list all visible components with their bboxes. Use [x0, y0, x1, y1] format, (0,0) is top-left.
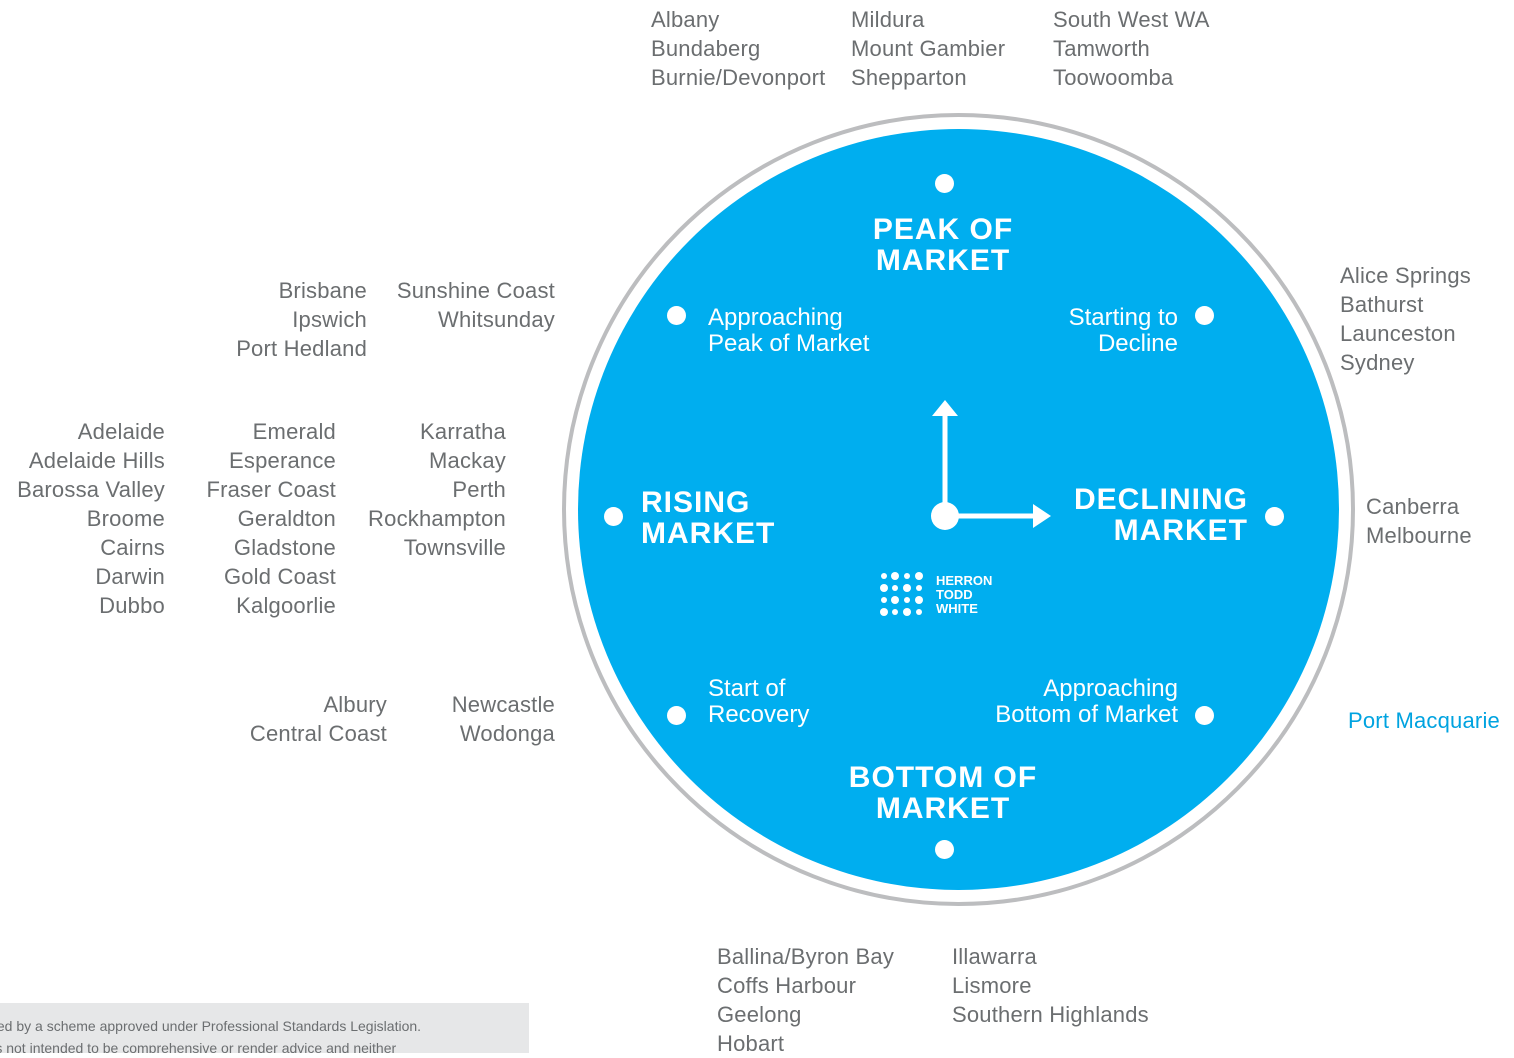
- location: Darwin: [95, 564, 165, 589]
- approaching-peak-label: Approaching Peak of Market: [708, 304, 870, 357]
- location: Port Hedland: [236, 336, 367, 361]
- location: Gold Coast: [223, 564, 336, 589]
- starting-decline-locations: Alice Springs Bathurst Launceston Sydney: [1340, 261, 1471, 377]
- location: Mount Gambier: [851, 36, 1006, 61]
- location: Bathurst: [1340, 292, 1424, 317]
- logo-text-line3: WHITE: [936, 601, 978, 616]
- location: Rockhampton: [368, 506, 506, 531]
- location: Melbourne: [1366, 523, 1472, 548]
- logo-mark-icon: [880, 572, 923, 616]
- rising-label: RISING MARKET: [641, 486, 776, 550]
- location: Sunshine Coast: [396, 278, 555, 303]
- approaching-bottom-locations: Port Macquarie: [1348, 706, 1500, 735]
- declining-label: DECLINING MARKET: [1074, 483, 1248, 547]
- location: Karratha: [420, 419, 506, 444]
- location: Mackay: [429, 448, 506, 473]
- location: Geelong: [717, 1002, 802, 1027]
- location: Sydney: [1340, 350, 1415, 375]
- location: Newcastle: [451, 692, 555, 717]
- rising-dot: [604, 507, 623, 526]
- herron-todd-white-logo: HERRON TODD WHITE: [878, 570, 1018, 624]
- rising-locations-col2: Emerald Esperance Fraser Coast Geraldton…: [180, 417, 336, 620]
- location: Fraser Coast: [206, 477, 336, 502]
- declining-locations: Canberra Melbourne: [1366, 492, 1472, 550]
- location: Illawarra: [952, 944, 1037, 969]
- location: Canberra: [1366, 494, 1460, 519]
- location: Whitsunday: [438, 307, 555, 332]
- location: Dubbo: [99, 593, 165, 618]
- start-recovery-dot: [667, 706, 686, 725]
- rising-locations-col1: Adelaide Adelaide Hills Barossa Valley B…: [0, 417, 165, 620]
- location: Emerald: [252, 419, 336, 444]
- peak-dot: [935, 174, 954, 193]
- disclaimer-line1: limited by a scheme approved under Profe…: [0, 1018, 422, 1034]
- bottom-locations-col1: Ballina/Byron Bay Coffs Harbour Geelong …: [717, 942, 894, 1058]
- logo-text-line2: TODD: [936, 587, 973, 602]
- starting-decline-dot: [1195, 306, 1214, 325]
- approaching-peak-dot: [667, 306, 686, 325]
- location: Southern Highlands: [952, 1002, 1149, 1027]
- bottom-dot: [935, 840, 954, 859]
- location: Cairns: [100, 535, 165, 560]
- bottom-locations-col2: Illawarra Lismore Southern Highlands: [952, 942, 1149, 1029]
- start-recovery-label: Start of Recovery: [708, 675, 810, 728]
- location: Port Macquarie: [1348, 708, 1500, 733]
- location: Adelaide: [77, 419, 165, 444]
- recovery-locations-col2: Newcastle Wodonga: [420, 690, 555, 748]
- clock-center: [931, 502, 959, 530]
- recovery-locations-col1: Albury Central Coast: [200, 690, 387, 748]
- location: Geraldton: [237, 506, 336, 531]
- location: South West WA: [1053, 7, 1210, 32]
- location: Mildura: [851, 7, 925, 32]
- location: Albury: [323, 692, 387, 717]
- location: Brisbane: [278, 278, 367, 303]
- minute-hand-arrowhead: [1033, 504, 1051, 528]
- approaching-peak-locations-col1: Brisbane Ipswich Port Hedland: [200, 276, 367, 363]
- peak-locations-col3: South West WA Tamworth Toowoomba: [1053, 5, 1210, 92]
- approaching-bottom-dot: [1195, 706, 1214, 725]
- peak-locations-col1: Albany Bundaberg Burnie/Devonport: [651, 5, 825, 92]
- location: Lismore: [952, 973, 1032, 998]
- location: Coffs Harbour: [717, 973, 857, 998]
- hour-hand-arrowhead: [932, 400, 958, 416]
- declining-dot: [1265, 507, 1284, 526]
- location: Esperance: [229, 448, 336, 473]
- location: Shepparton: [851, 65, 967, 90]
- location: Central Coast: [249, 721, 387, 746]
- disclaimer-line2: ort is not intended to be comprehensive …: [0, 1040, 397, 1053]
- approaching-peak-locations-col2: Sunshine Coast Whitsunday: [380, 276, 555, 334]
- location: Tamworth: [1053, 36, 1150, 61]
- location: Townsville: [403, 535, 506, 560]
- clock-hands: [931, 400, 1051, 530]
- location: Adelaide Hills: [28, 448, 165, 473]
- location: Alice Springs: [1340, 263, 1471, 288]
- location: Hobart: [717, 1031, 785, 1056]
- location: Toowoomba: [1053, 65, 1174, 90]
- approaching-bottom-label: Approaching Bottom of Market: [995, 675, 1178, 728]
- disclaimer-box: limited by a scheme approved under Profe…: [0, 1003, 529, 1053]
- location: Broome: [86, 506, 165, 531]
- starting-decline-label: Starting to Decline: [1068, 304, 1178, 357]
- clock-face: [578, 129, 1339, 890]
- location: Ipswich: [292, 307, 367, 332]
- location: Ballina/Byron Bay: [717, 944, 895, 969]
- peak-label: PEAK OF MARKET: [872, 213, 1014, 277]
- location: Launceston: [1340, 321, 1456, 346]
- location: Kalgoorlie: [236, 593, 336, 618]
- location: Gladstone: [233, 535, 336, 560]
- location: Burnie/Devonport: [651, 65, 826, 90]
- rising-locations-col3: Karratha Mackay Perth Rockhampton Townsv…: [350, 417, 506, 562]
- logo-text-line1: HERRON: [936, 573, 993, 588]
- location: Barossa Valley: [17, 477, 165, 502]
- location: Albany: [651, 7, 720, 32]
- outer-ring: [562, 113, 1355, 906]
- location: Bundaberg: [651, 36, 761, 61]
- location: Perth: [452, 477, 506, 502]
- peak-locations-col2: Mildura Mount Gambier Shepparton: [851, 5, 1005, 92]
- location: Wodonga: [459, 721, 555, 746]
- bottom-label: BOTTOM OF MARKET: [848, 761, 1038, 825]
